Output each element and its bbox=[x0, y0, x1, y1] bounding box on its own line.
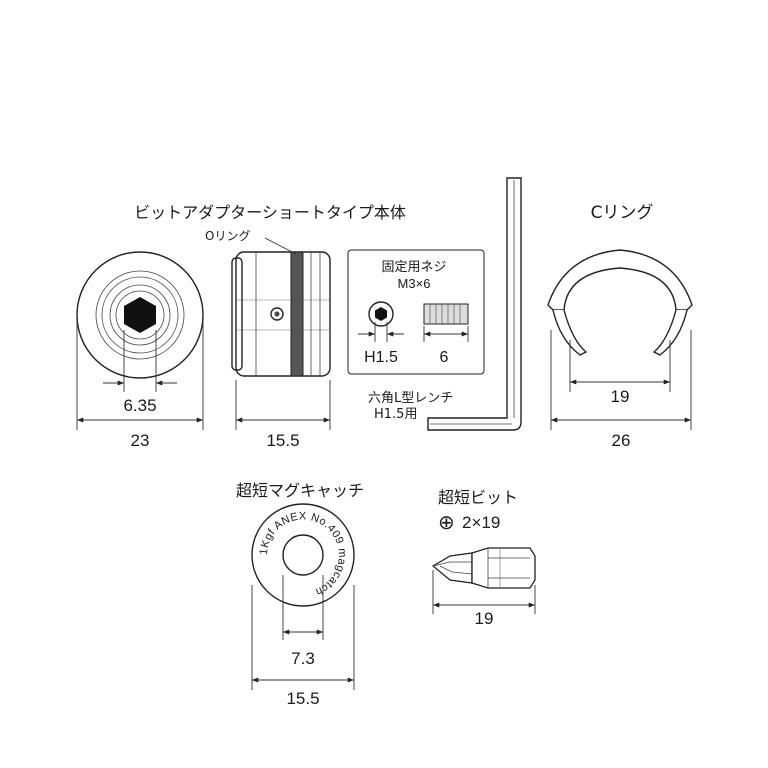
bit-spec: 2×19 bbox=[462, 513, 500, 532]
cring-dimensions: 19 26 bbox=[550, 330, 692, 450]
screw-size: M3×6 bbox=[398, 276, 431, 291]
hex-socket-icon bbox=[124, 297, 156, 333]
adapter-length-dim: 15.5 bbox=[266, 431, 299, 450]
adapter-side-dimensions: 15.5 bbox=[235, 380, 331, 450]
cring-inner-dim: 19 bbox=[611, 387, 630, 406]
catch-outer-dim: 15.5 bbox=[286, 689, 319, 708]
catch-ring-text: 1Kgf ANEX No.409 magcatch bbox=[258, 510, 348, 597]
screw-title: 固定用ネジ bbox=[381, 260, 446, 275]
oring-label: Oリング bbox=[205, 229, 250, 243]
phillips-symbol: ⊕ bbox=[438, 512, 455, 534]
adapter-title: ビットアダプターショートタイプ本体 bbox=[134, 203, 406, 222]
screw-hex-icon bbox=[375, 307, 387, 321]
wrench-size: H1.5用 bbox=[374, 407, 417, 422]
set-screw-hole bbox=[270, 307, 284, 321]
catch-dimensions: 7.3 15.5 bbox=[251, 575, 355, 708]
adapter-front-view bbox=[76, 251, 204, 379]
bit-dimensions: 19 bbox=[432, 570, 536, 628]
wrench-label: 六角L型レンチ bbox=[368, 391, 453, 406]
bit-side-view bbox=[431, 547, 536, 589]
screw-box: 固定用ネジ M3×6 H1.5 6 bbox=[347, 249, 485, 375]
bit-length-dim: 19 bbox=[475, 609, 494, 628]
c-ring-shape bbox=[547, 249, 693, 356]
adapter-outer-dim: 23 bbox=[131, 431, 150, 450]
cring-outer-dim: 26 bbox=[612, 431, 631, 450]
mag-catch-view: 1Kgf ANEX No.409 magcatch bbox=[251, 503, 355, 607]
catch-inner-dim: 7.3 bbox=[291, 649, 315, 668]
adapter-side-view bbox=[231, 251, 331, 377]
screw-length-dim: 6 bbox=[440, 349, 449, 366]
cring-title: Cリング bbox=[591, 203, 654, 223]
bit-title: 超短ビット bbox=[438, 488, 518, 507]
screw-hex-dim: H1.5 bbox=[364, 349, 398, 366]
adapter-hex-dim: 6.35 bbox=[123, 396, 156, 415]
adapter-front-dimensions: 6.35 23 bbox=[76, 320, 204, 450]
o-ring-band bbox=[290, 251, 304, 377]
catch-title: 超短マグキャッチ bbox=[236, 481, 364, 500]
hex-l-wrench bbox=[427, 177, 522, 431]
screw-side-view bbox=[423, 303, 469, 325]
